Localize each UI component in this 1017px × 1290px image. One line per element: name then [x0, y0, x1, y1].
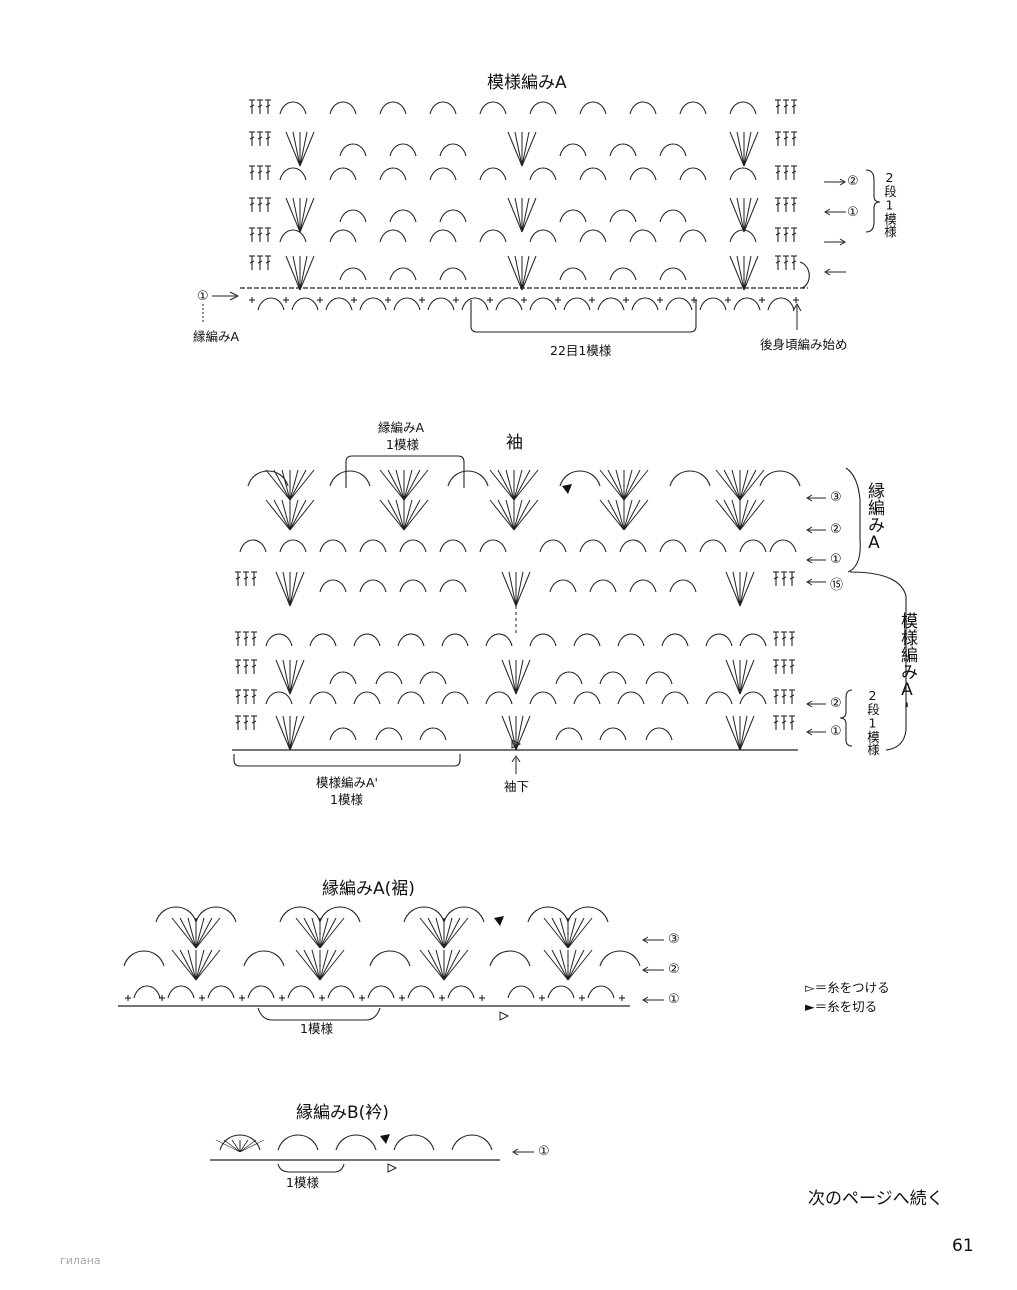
chart-sleeve [232, 455, 907, 774]
repeat-22-label: 22目1模様 [550, 343, 612, 358]
sleeve-title: 袖 [506, 433, 523, 453]
page-number: 61 [952, 1236, 974, 1256]
sleeve-border-repeat-label-1: 縁編みA [378, 420, 425, 435]
sleeve-pattern-repeat-label-2: 1模様 [330, 792, 363, 807]
sleeve-marker-2: ② [830, 522, 842, 537]
sleeve-pattern-repeat-label-1: 模様編みA' [316, 775, 378, 790]
collar-marker-1: ① [538, 1144, 550, 1159]
pattern-a-title: 模様編みA [487, 73, 567, 93]
back-start-label: 後身頃編み始め [760, 337, 848, 352]
sleeve-border-repeat-label-2: 1模様 [386, 437, 419, 452]
sleeve-pattern-vertical-label: 模様編みA' [897, 612, 917, 720]
chart-border-b-collar [210, 1134, 534, 1173]
sleeve-marker-1: ① [830, 552, 842, 567]
hem-marker-3: ③ [668, 932, 680, 947]
sleeve-marker-lower-2: ② [830, 696, 842, 711]
row2-marker: ② [847, 174, 859, 189]
start-marker: ① [197, 289, 209, 304]
sleeve-marker-15: ⑮ [830, 578, 844, 593]
border-a-start-label: 縁編みA [193, 329, 240, 344]
legend-cut: ►＝糸を切る [805, 999, 878, 1014]
sleeve-repeat-vertical-label: 2段1模様 [865, 688, 880, 756]
hem-marker-2: ② [668, 962, 680, 977]
continued-next-page: 次のページへ続く [808, 1189, 944, 1209]
legend-join: ▻＝糸をつける [805, 980, 890, 995]
chart-border-a-hem [118, 906, 664, 1021]
collar-repeat-label: 1模様 [286, 1175, 319, 1190]
sleeve-border-vertical-label: 縁編みA [864, 482, 884, 553]
sleeve-marker-lower-1: ① [830, 724, 842, 739]
border-b-collar-title: 縁編みB(衿) [296, 1103, 389, 1123]
repeat-2rows-label: 2段1模様 [882, 170, 897, 238]
sleeve-marker-3: ③ [830, 490, 842, 505]
watermark: гилана [60, 1254, 101, 1267]
underarm-label: 袖下 [504, 779, 530, 794]
hem-repeat-label: 1模様 [300, 1021, 333, 1036]
hem-marker-1: ① [668, 992, 680, 1007]
chart-pattern-a [202, 99, 881, 333]
row1-marker: ① [847, 205, 859, 220]
border-a-hem-title: 縁編みA(裾) [322, 879, 415, 899]
